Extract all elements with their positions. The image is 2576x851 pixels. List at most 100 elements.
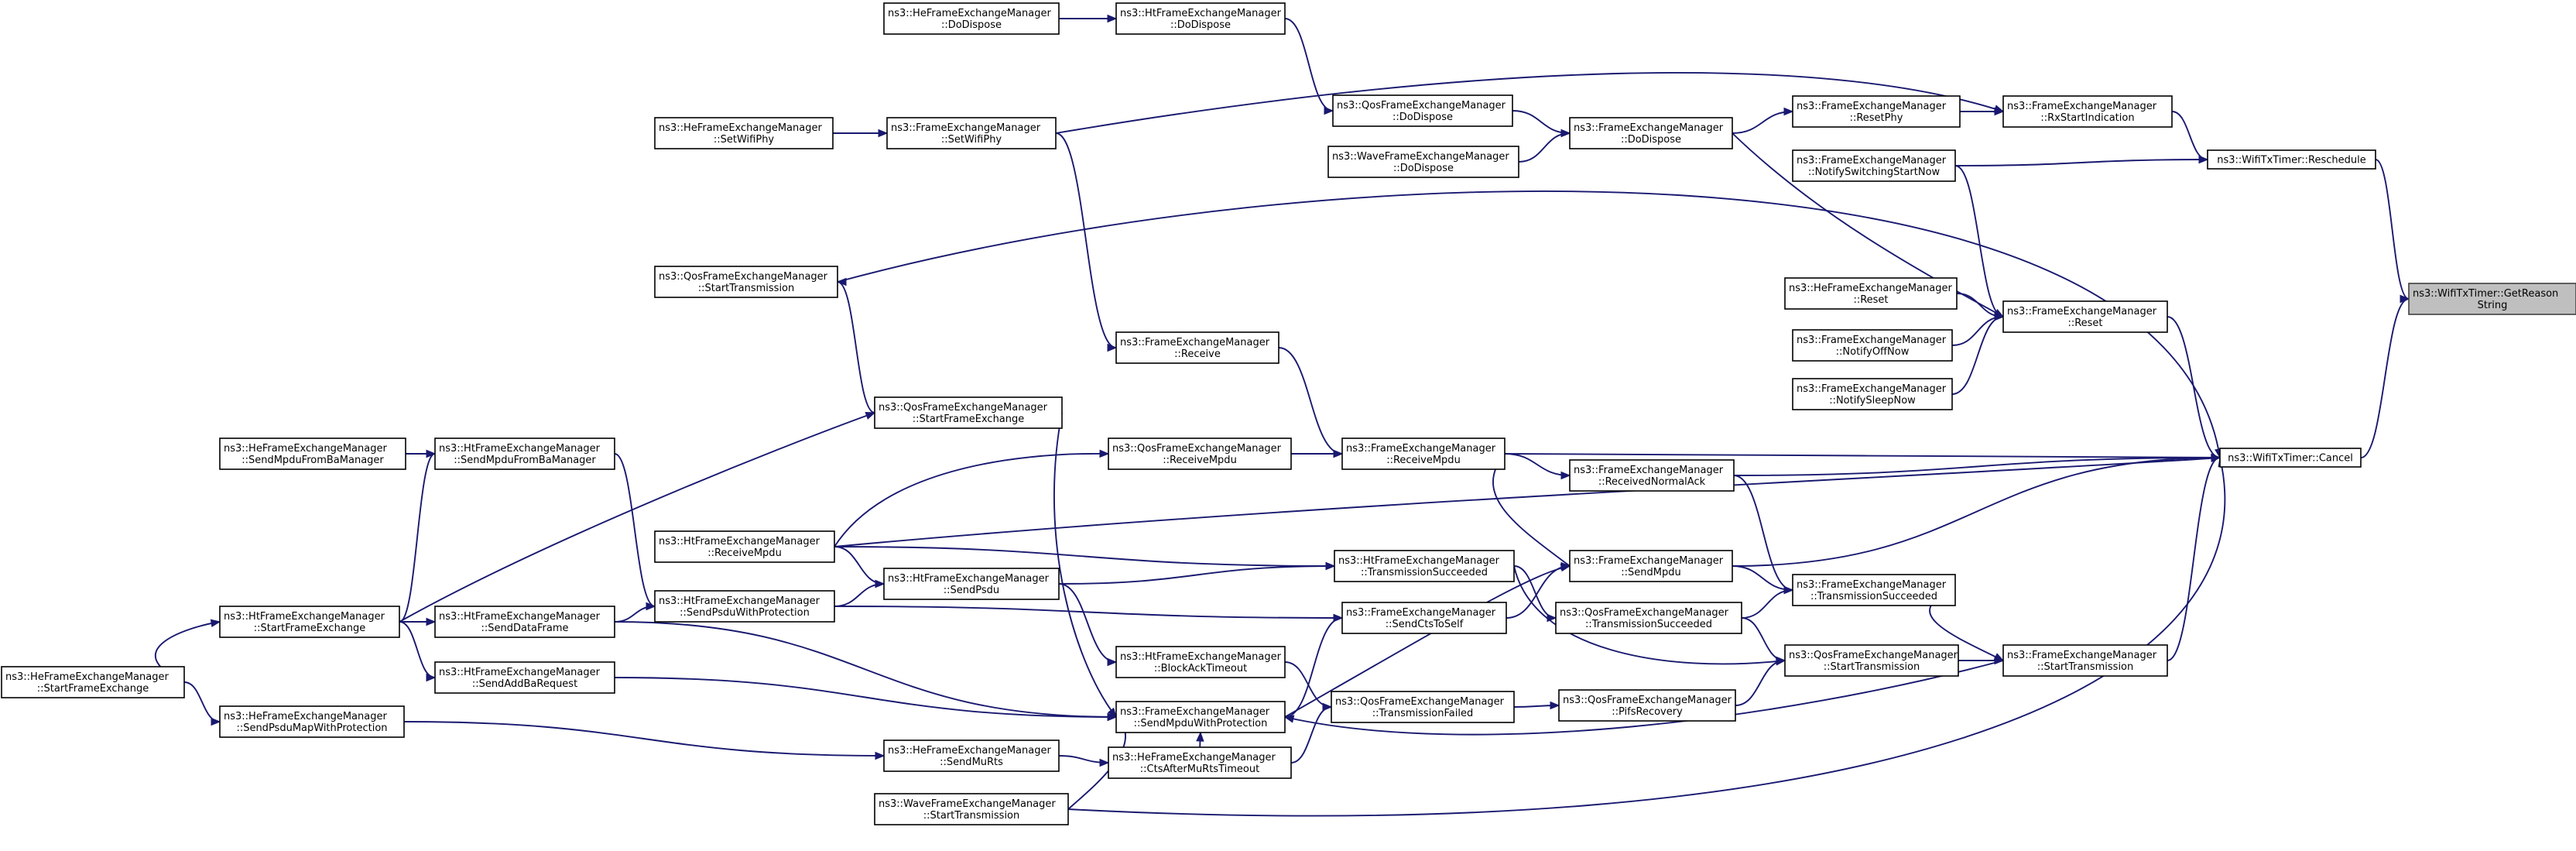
node-qos-pifs[interactable]: ns3::QosFrameExchangeManager::PifsRecove…	[1558, 689, 1736, 722]
node-box[interactable]	[219, 705, 405, 738]
node-fem-rxstart[interactable]: ns3::FrameExchangeManager::RxStartIndica…	[2002, 95, 2173, 128]
node-box[interactable]	[874, 793, 1069, 825]
node-fem-sendcts[interactable]: ns3::FrameExchangeManager::SendCtsToSelf	[1341, 602, 1507, 634]
node-fem-notifysleep[interactable]: ns3::FrameExchangeManager::NotifySleepNo…	[1792, 378, 1953, 410]
node-box[interactable]	[883, 568, 1060, 600]
node-he-dodispose[interactable]: ns3::HeFrameExchangeManager::DoDispose	[883, 2, 1060, 35]
node-box[interactable]	[434, 606, 615, 638]
node-box[interactable]	[1334, 550, 1515, 582]
node-box[interactable]	[1555, 602, 1742, 634]
node-box[interactable]	[434, 438, 615, 470]
node-qos-txsucc[interactable]: ns3::QosFrameExchangeManager::Transmissi…	[1555, 602, 1742, 634]
node-box[interactable]	[1792, 149, 1956, 182]
node-box[interactable]	[1341, 602, 1507, 634]
node-qos-receivempdu[interactable]: ns3::QosFrameExchangeManager::ReceiveMpd…	[1108, 438, 1292, 470]
edge-ht_txsucc-to-qos_starttx_r	[1513, 565, 1786, 665]
node-fem-dodispose[interactable]: ns3::FrameExchangeManager::DoDispose	[1569, 117, 1733, 149]
node-box[interactable]	[1115, 331, 1279, 364]
node-box[interactable]	[2408, 283, 2576, 315]
node-he-ctsafter[interactable]: ns3::HeFrameExchangeManager::CtsAfterMuR…	[1108, 746, 1292, 779]
edge-arrowhead	[426, 673, 437, 682]
node-qos-txfailed[interactable]: ns3::QosFrameExchangeManager::Transmissi…	[1331, 691, 1515, 723]
node-fem-receive[interactable]: ns3::FrameExchangeManager::Receive	[1115, 331, 1279, 364]
node-ht-senddata[interactable]: ns3::HtFrameExchangeManager::SendDataFra…	[434, 606, 615, 638]
node-box[interactable]	[1115, 701, 1286, 733]
node-box[interactable]	[2002, 644, 2168, 677]
node-he-reset[interactable]: ns3::HeFrameExchangeManager::Reset	[1784, 277, 1958, 310]
node-box[interactable]	[1569, 550, 1733, 582]
node-fem-txsucc[interactable]: ns3::FrameExchangeManager::TransmissionS…	[1792, 574, 1956, 606]
node-fem-resetphy[interactable]: ns3::FrameExchangeManager::ResetPhy	[1792, 95, 1961, 128]
node-qos-starttx-r[interactable]: ns3::QosFrameExchangeManager::StartTrans…	[1784, 644, 1959, 677]
node-box[interactable]	[654, 117, 834, 149]
node-box[interactable]	[219, 438, 406, 470]
node-box[interactable]	[1108, 438, 1292, 470]
node-box[interactable]	[1784, 277, 1958, 310]
node-box[interactable]	[1558, 689, 1736, 722]
node-box[interactable]	[654, 530, 835, 563]
node-box[interactable]	[1115, 2, 1286, 35]
node-ht-dodispose[interactable]: ns3::HtFrameExchangeManager::DoDispose	[1115, 2, 1286, 35]
node-fem-sendmpdu[interactable]: ns3::FrameExchangeManager::SendMpdu	[1569, 550, 1733, 582]
node-fem-recnormalack[interactable]: ns3::FrameExchangeManager::ReceivedNorma…	[1569, 459, 1735, 492]
node-fem-notifyoff[interactable]: ns3::FrameExchangeManager::NotifyOffNow	[1792, 329, 1953, 362]
node-fem-starttx[interactable]: ns3::FrameExchangeManager::StartTransmis…	[2002, 644, 2168, 677]
node-fem-sendmpduprot[interactable]: ns3::FrameExchangeManager::SendMpduWithP…	[1115, 701, 1286, 733]
node-ht-receivempdu[interactable]: ns3::HtFrameExchangeManager::ReceiveMpdu	[654, 530, 835, 563]
node-box[interactable]	[1332, 94, 1513, 127]
node-ht-sendpsdu[interactable]: ns3::HtFrameExchangeManager::SendPsdu	[883, 568, 1060, 600]
node-box[interactable]	[1, 666, 185, 698]
node-box[interactable]	[2002, 300, 2168, 333]
node-ht-sendpsduprot[interactable]: ns3::HtFrameExchangeManager::SendPsduWit…	[654, 590, 835, 623]
node-qos-starttx-l[interactable]: ns3::QosFrameExchangeManager::StartTrans…	[654, 266, 838, 298]
node-box[interactable]	[654, 590, 835, 623]
node-box[interactable]	[1108, 746, 1292, 779]
node-box[interactable]	[2002, 95, 2173, 128]
node-ht-sendmpduba[interactable]: ns3::HtFrameExchangeManager::SendMpduFro…	[434, 438, 615, 470]
node-box[interactable]	[1331, 691, 1515, 723]
node-he-sendmpduba[interactable]: ns3::HeFrameExchangeManager::SendMpduFro…	[219, 438, 406, 470]
node-box[interactable]	[2207, 149, 2376, 170]
node-wave-starttx[interactable]: ns3::WaveFrameExchangeManager::StartTran…	[874, 793, 1069, 825]
node-box[interactable]	[1792, 574, 1956, 606]
node-fem-notifyswitch[interactable]: ns3::FrameExchangeManager::NotifySwitchi…	[1792, 149, 1956, 182]
node-box[interactable]	[1327, 146, 1519, 178]
node-box[interactable]	[2219, 448, 2362, 468]
node-box[interactable]	[1792, 95, 1961, 128]
node-qos-startfe[interactable]: ns3::QosFrameExchangeManager::StartFrame…	[874, 396, 1063, 429]
node-fem-setwifiphy[interactable]: ns3::FrameExchangeManager::SetWifiPhy	[886, 117, 1057, 149]
node-box[interactable]	[874, 396, 1063, 429]
node-box[interactable]	[1792, 329, 1953, 362]
node-box[interactable]	[1569, 117, 1733, 149]
node-ht-txsucc[interactable]: ns3::HtFrameExchangeManager::Transmissio…	[1334, 550, 1515, 582]
node-he-setwifiphy[interactable]: ns3::HeFrameExchangeManager::SetWifiPhy	[654, 117, 834, 149]
edge-fem_starttx-to-cancel	[2167, 457, 2221, 661]
node-ht-sendaddba[interactable]: ns3::HtFrameExchangeManager::SendAddBaRe…	[434, 661, 615, 694]
node-fem-reset[interactable]: ns3::FrameExchangeManager::Reset	[2002, 300, 2168, 333]
node-box[interactable]	[883, 2, 1060, 35]
node-box[interactable]	[1341, 438, 1506, 470]
edge-arrowhead	[1099, 449, 1110, 458]
node-reschedule[interactable]: ns3::WifiTxTimer::Reschedule	[2207, 149, 2376, 170]
node-wave-dodispose[interactable]: ns3::WaveFrameExchangeManager::DoDispose	[1327, 146, 1519, 178]
node-he-sendpsdumap[interactable]: ns3::HeFrameExchangeManager::SendPsduMap…	[219, 705, 405, 738]
node-box[interactable]	[434, 661, 615, 694]
node-box[interactable]	[886, 117, 1057, 149]
node-fem-receivempdu[interactable]: ns3::FrameExchangeManager::ReceiveMpdu	[1341, 438, 1506, 470]
node-qos-dodispose[interactable]: ns3::QosFrameExchangeManager::DoDispose	[1332, 94, 1513, 127]
node-label-line: ns3::HtFrameExchangeManager	[659, 536, 820, 547]
node-box[interactable]	[1792, 378, 1953, 410]
node-ht-startfe[interactable]: ns3::HtFrameExchangeManager::StartFrameE…	[219, 606, 400, 638]
node-cancel[interactable]: ns3::WifiTxTimer::Cancel	[2219, 448, 2362, 468]
node-box[interactable]	[883, 739, 1060, 772]
node-ht-blockack[interactable]: ns3::HtFrameExchangeManager::BlockAckTim…	[1115, 646, 1286, 678]
node-box[interactable]	[654, 266, 838, 298]
node-box[interactable]	[1784, 644, 1959, 677]
node-box[interactable]	[1115, 646, 1286, 678]
node-label-line: ns3::QosFrameExchangeManager	[1335, 696, 1505, 708]
node-box[interactable]	[219, 606, 400, 638]
node-he-sendmurts[interactable]: ns3::HeFrameExchangeManager::SendMuRts	[883, 739, 1060, 772]
node-he-startfe[interactable]: ns3::HeFrameExchangeManager::StartFrameE…	[1, 666, 185, 698]
node-box[interactable]	[1569, 459, 1735, 492]
